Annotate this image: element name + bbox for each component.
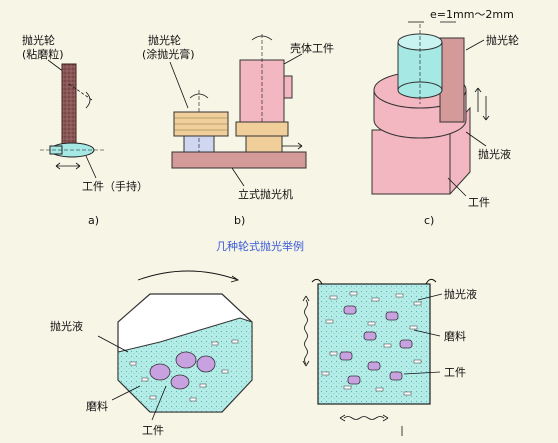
tank-part-1 [343, 305, 357, 315]
panel-b-machine-label: 立式抛光机 [238, 187, 293, 201]
panel-b-wheel-label-2: (涂抛光膏) [142, 47, 195, 61]
vibratory-tank: 抛光液 磨料 工件 [302, 278, 477, 436]
rotation-arrow-a [85, 91, 91, 109]
panel-c: e=1mm～2mm 抛光轮 抛光液 工件 c) [371, 8, 519, 227]
panel-b: 抛光轮 (涂抛光膏) 壳体工件 立式抛光机 b) [142, 33, 334, 227]
panel-c-wheel-label: 抛光轮 [486, 33, 519, 47]
panel-b-wheel-label-1: 抛光轮 [148, 33, 181, 47]
feed-arrow-b [282, 142, 303, 150]
tank-work-label: 工件 [444, 366, 466, 379]
tank-body [317, 283, 431, 405]
tank-fluid-label: 抛光液 [444, 287, 477, 301]
rotation-arrow-barrel [137, 270, 240, 283]
panel-a-sub: a) [88, 214, 99, 227]
vertical-vibration-arrow [302, 295, 310, 367]
panel-a: 抛光轮 (粘磨粒) 工件（手持） a) [22, 33, 148, 227]
barrel-tumbler: 抛光液 磨料 工件 [50, 270, 253, 437]
panel-b-sub: b) [234, 214, 245, 227]
rotation-arrow-b1 [189, 93, 209, 99]
barrel-abrasive-label: 磨料 [86, 399, 108, 413]
barrel-fluid-label: 抛光液 [50, 319, 83, 333]
barrel-work-label: 工件 [142, 424, 164, 437]
machine-base-b [171, 151, 307, 169]
barrel-part-1 [175, 351, 197, 369]
panel-c-sub: c) [424, 214, 434, 227]
wheel-a [61, 63, 77, 147]
figure-caption: 几种轮式抛光举例 [216, 239, 304, 253]
panel-a-wheel-label-2: (粘磨粒) [22, 47, 64, 61]
panel-b-work-label: 壳体工件 [290, 41, 334, 55]
panel-a-work-label: 工件（手持） [82, 179, 148, 193]
panel-c-work-label: 工件 [468, 196, 490, 209]
panel-c-fluid-label: 抛光液 [478, 147, 511, 161]
tank-abrasive-label: 磨料 [444, 329, 466, 343]
panel-a-wheel-label-1: 抛光轮 [22, 33, 55, 47]
panel-c-gap-label: e=1mm～2mm [430, 8, 514, 21]
horizontal-vibration-arrow [339, 414, 389, 422]
rotation-arrow-b2 [251, 35, 273, 41]
feed-arrow-a [55, 162, 81, 170]
